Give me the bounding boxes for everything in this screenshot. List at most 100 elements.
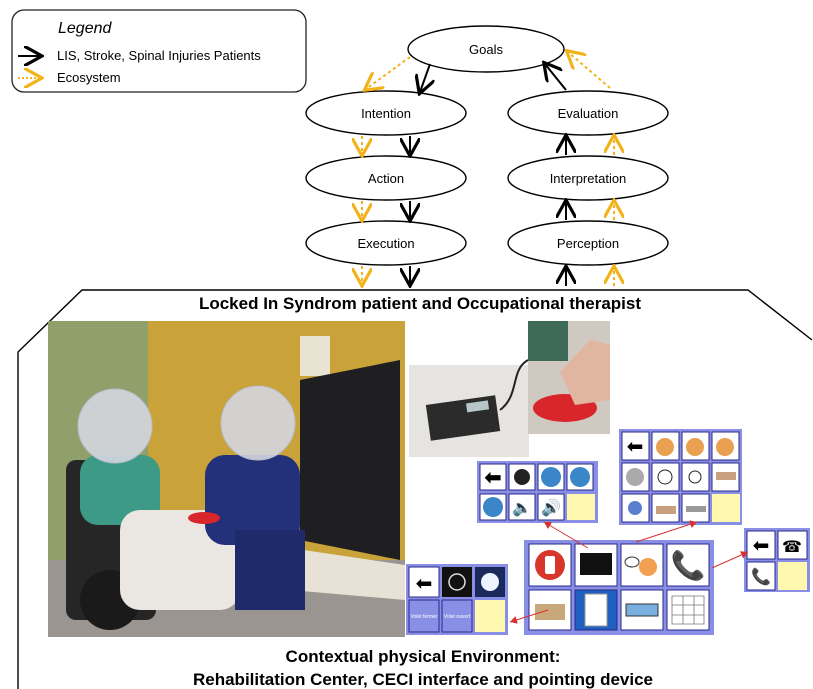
photo-monitor bbox=[300, 360, 400, 560]
node-perception bbox=[507, 220, 669, 266]
light-cell-off bbox=[442, 567, 472, 597]
device-interface-display bbox=[466, 400, 490, 413]
node-intention bbox=[305, 90, 467, 136]
phone-cell-hangup bbox=[777, 530, 808, 560]
speaker-icon: 🔈 bbox=[512, 500, 532, 517]
node-action-label: Action bbox=[368, 171, 404, 186]
picto-face-6-icon bbox=[688, 470, 702, 484]
room-icon bbox=[535, 604, 565, 620]
photo-therapist-face-blur bbox=[220, 385, 296, 461]
room-photo bbox=[48, 321, 405, 637]
main-cell-phone bbox=[666, 543, 710, 587]
node-action bbox=[305, 155, 467, 201]
node-interpretation bbox=[507, 155, 669, 201]
link-main-to-pictogram bbox=[635, 520, 698, 543]
legend-item-ecosystem: Ecosystem bbox=[57, 70, 121, 85]
picto-back-arrow-icon: ⬅ bbox=[627, 436, 644, 458]
picto-move-icon bbox=[628, 501, 642, 515]
device-photos bbox=[409, 321, 610, 457]
speech-bubble-icon bbox=[624, 556, 640, 568]
picto-cell-back bbox=[621, 431, 650, 461]
volume-down-icon bbox=[570, 467, 590, 487]
main-cell-grid bbox=[666, 589, 710, 631]
light-on-icon bbox=[481, 573, 499, 591]
environment-banner: Locked In Syndrom patient and Occupation… bbox=[199, 294, 641, 313]
light-cell-shutter-open bbox=[441, 599, 473, 633]
cycle-arrows bbox=[362, 52, 614, 286]
photo-patient-shirt bbox=[80, 455, 160, 525]
picto-keyboard-icon bbox=[686, 506, 706, 512]
link-main-to-light bbox=[509, 609, 549, 624]
node-intention-label: Intention bbox=[361, 106, 411, 121]
person-icon-figure bbox=[545, 556, 555, 574]
document-icon bbox=[584, 593, 608, 627]
arrow-goals-intention-ecosystem bbox=[366, 56, 411, 89]
speaker-loud-icon: 🔊 bbox=[541, 498, 561, 517]
light-cell-back bbox=[408, 566, 440, 598]
picto-cell-empty bbox=[712, 494, 740, 522]
picto-cell-5 bbox=[651, 462, 680, 492]
environment-border bbox=[17, 289, 813, 689]
link-main-to-phone bbox=[711, 551, 749, 569]
link-main-to-control bbox=[543, 521, 589, 549]
keyboard-icon bbox=[625, 603, 659, 617]
arrow-evaluation-goals-patient bbox=[545, 64, 567, 91]
photo-wall-poster bbox=[300, 336, 330, 376]
node-goals-label: Goals bbox=[469, 42, 503, 57]
legend-item-patients: LIS, Stroke, Spinal Injuries Patients bbox=[57, 48, 261, 63]
back-arrow-icon: ⬅ bbox=[485, 467, 502, 489]
control-cell-speaker-loud bbox=[537, 493, 565, 521]
photo-patient-face-blur bbox=[77, 388, 153, 464]
arrow-goals-intention-patient bbox=[420, 63, 430, 92]
light-cell-shutter-close bbox=[408, 599, 440, 633]
control-cell-empty bbox=[567, 494, 595, 520]
photo-therapist-top bbox=[205, 455, 300, 545]
volume-up-icon bbox=[541, 467, 561, 487]
node-execution-label: Execution bbox=[357, 236, 414, 251]
phone-cell-empty bbox=[778, 562, 807, 590]
light-cell-empty bbox=[475, 600, 505, 632]
picto-bed-down-icon bbox=[656, 506, 676, 514]
ceci-interface: 📞 ⬅ 🔈 🔊 ⬅ bbox=[406, 429, 810, 635]
phone-back-arrow-icon: ⬅ bbox=[753, 535, 770, 557]
picto-face-1-icon bbox=[656, 438, 674, 456]
picto-face-4-icon bbox=[626, 468, 644, 486]
phone-cell-back bbox=[746, 530, 776, 560]
light-back-arrow-icon: ⬅ bbox=[416, 573, 433, 595]
shutter-open-label: Volet ouvert bbox=[444, 614, 471, 620]
call-icon: 📞 bbox=[751, 566, 771, 586]
tv-icon bbox=[580, 553, 612, 575]
footer-line-2: Rehabilitation Center, CECI interface an… bbox=[193, 670, 653, 689]
photo-therapist-pants bbox=[235, 530, 305, 610]
mute-icon bbox=[483, 497, 503, 517]
cycle-diagram: Goals Intention Action Execution Evaluat… bbox=[305, 25, 669, 266]
picto-face-2-icon bbox=[686, 438, 704, 456]
picto-cell-8 bbox=[621, 493, 650, 523]
hangup-icon: ☎ bbox=[782, 539, 802, 556]
picto-cell-6 bbox=[681, 462, 710, 492]
talk-face-icon bbox=[639, 558, 657, 576]
picto-bed-icon bbox=[716, 472, 736, 480]
node-perception-label: Perception bbox=[557, 236, 619, 251]
picto-face-3-icon bbox=[716, 438, 734, 456]
device-cable bbox=[499, 359, 529, 411]
environment-frame: Locked In Syndrom patient and Occupation… bbox=[17, 289, 813, 689]
legend-box bbox=[11, 9, 307, 93]
grid-icon bbox=[671, 595, 705, 625]
legend-title: Legend bbox=[58, 20, 112, 37]
switch-photo-sleeve bbox=[528, 321, 568, 361]
shutter-close-label: Volet fermer bbox=[411, 614, 438, 620]
power-icon bbox=[514, 469, 530, 485]
control-cell-back bbox=[479, 463, 507, 491]
node-evaluation bbox=[507, 90, 669, 136]
node-interpretation-label: Interpretation bbox=[550, 171, 627, 186]
arrow-evaluation-goals-ecosystem bbox=[568, 52, 611, 89]
phone-icon: 📞 bbox=[671, 547, 706, 582]
photo-red-switch bbox=[188, 512, 220, 524]
node-evaluation-label: Evaluation bbox=[558, 106, 619, 121]
picto-face-5-icon bbox=[657, 469, 673, 485]
switch-hand bbox=[560, 340, 610, 405]
legend: Legend LIS, Stroke, Spinal Injuries Pati… bbox=[11, 9, 307, 93]
control-cell-speaker bbox=[508, 493, 536, 521]
